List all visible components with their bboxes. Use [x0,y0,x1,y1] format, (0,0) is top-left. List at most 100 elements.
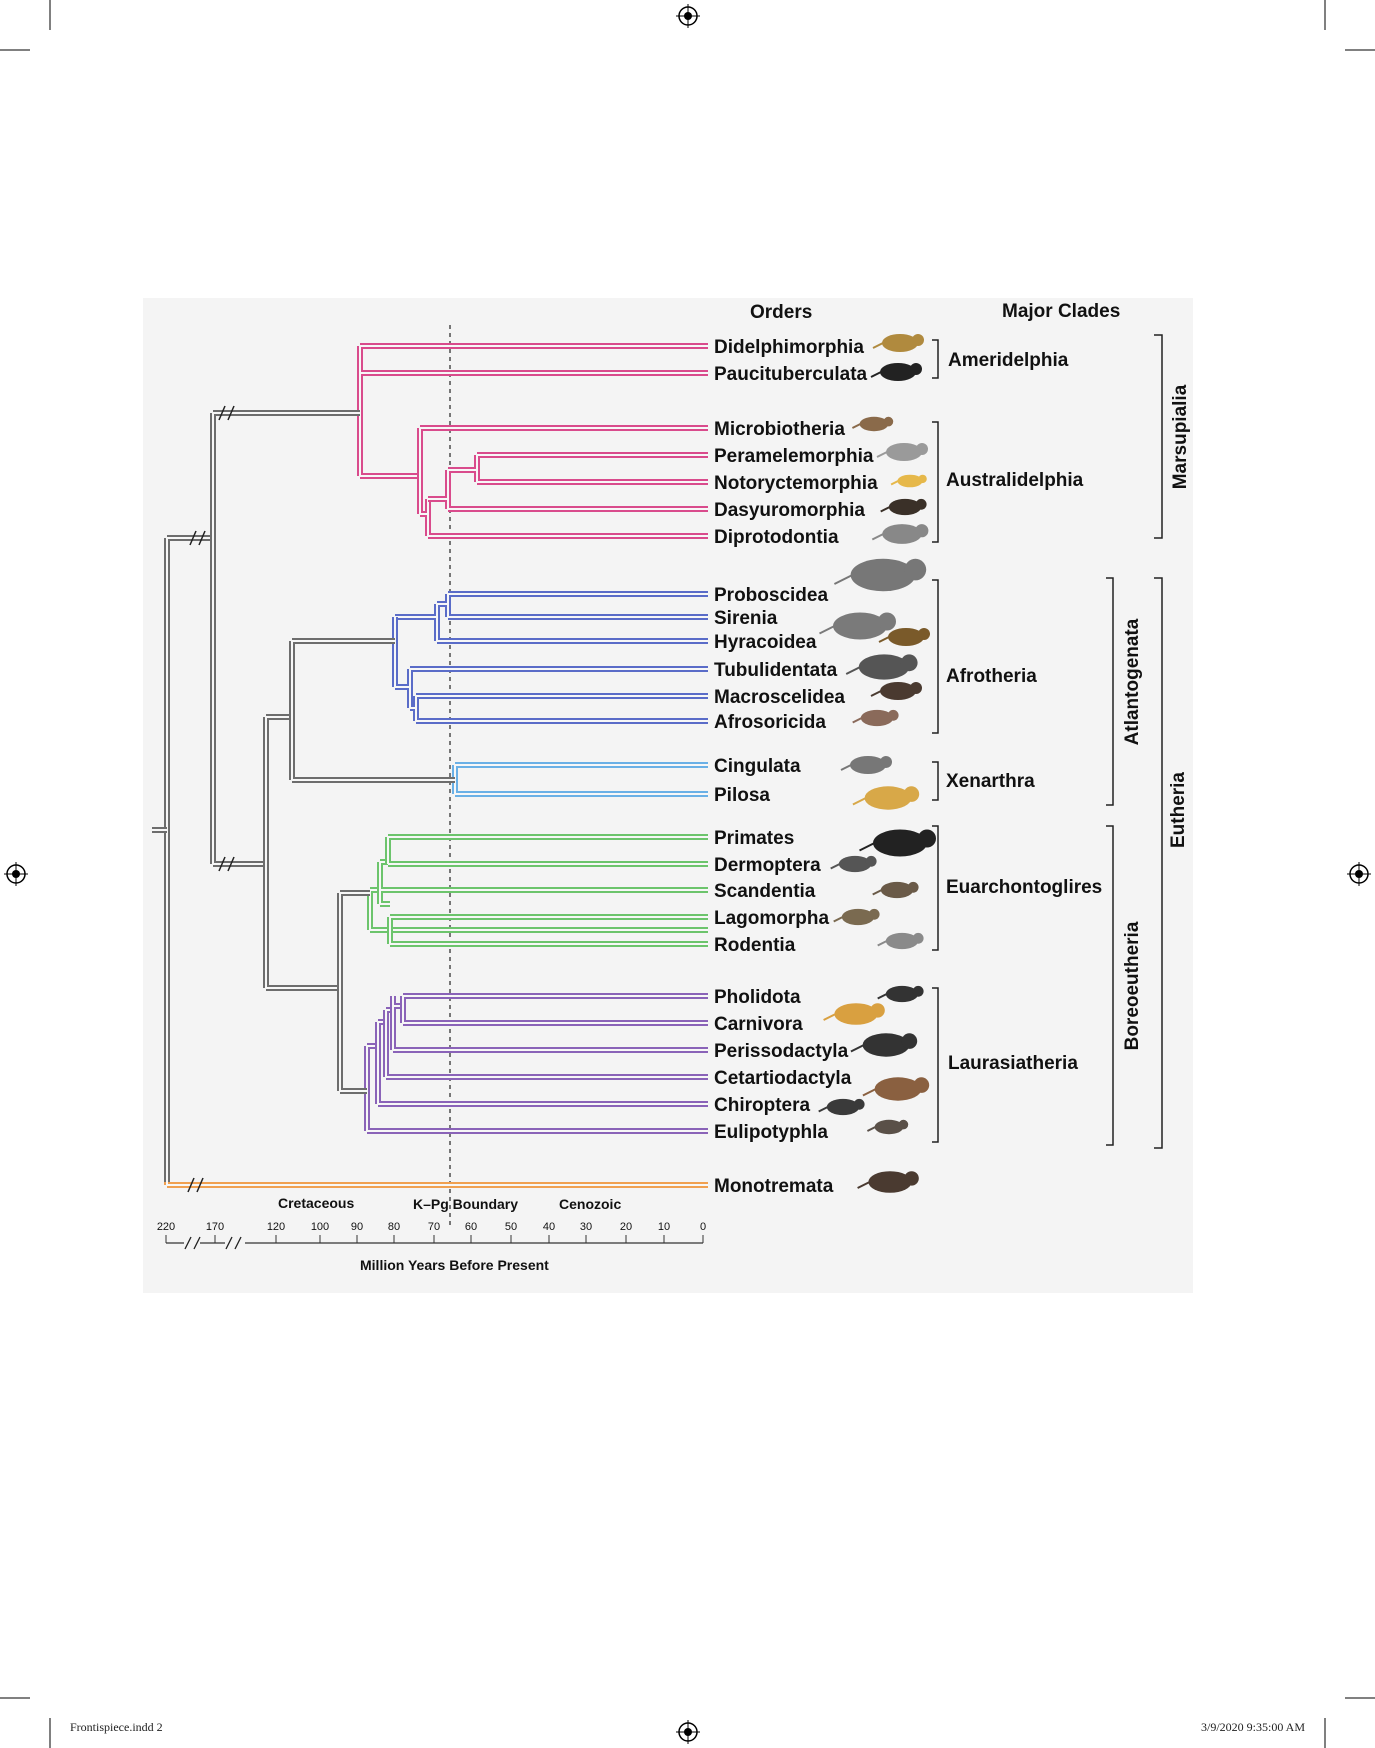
order-label-hyracoidea: Hyracoidea [714,632,817,653]
axis-tick-label: 30 [580,1221,592,1233]
major-clades-header: Major Clades [1002,301,1120,322]
branch-euarchontoglires-inner-highlight [379,861,708,945]
branch-pholidota-carnivora-highlight [402,995,708,1024]
branch-placentalia-highlight [265,716,340,989]
order-label-dasyuromorphia: Dasyuromorphia [714,500,865,521]
order-label-cetartiodactyla: Cetartiodactyla [714,1068,852,1089]
bandicoot-icon [876,443,928,461]
armadillo-icon [840,756,892,774]
kpg-boundary-label: K–Pg Boundary [413,1196,518,1212]
branch-afrotheria-upper-highlight [395,593,708,642]
kangaroo-icon [871,524,929,544]
atlantogenata-bracket [1106,577,1114,806]
manatee-icon [819,612,896,640]
branch-break-mark [196,1177,204,1193]
axis-break-mark [193,1236,201,1250]
phylogenetic-tree [152,343,708,1193]
branch-break-mark [218,856,226,872]
rodent-icon [877,932,924,950]
order-label-sirenia: Sirenia [714,608,778,629]
registration-mark-left [4,862,28,886]
ameridelphia-label: Ameridelphia [948,350,1069,371]
axis-tick-label: 80 [388,1221,400,1233]
elephant-shrew-icon [870,682,922,700]
marsupialia-label: Marsupialia [1170,384,1191,489]
order-label-lagomorpha: Lagomorpha [714,908,829,929]
branch-break-mark [227,405,235,421]
branch-marsupialia-highlight [359,345,708,477]
anteater-icon [852,786,920,810]
eutheria-bracket [1154,577,1163,1149]
monito-del-monte-icon [851,416,894,432]
branch-break-mark [227,856,235,872]
footer-filename: Frontispiece.indd 2 [70,1720,163,1734]
opossum-icon [872,334,924,352]
axis-tick-label: 20 [620,1221,632,1233]
axis-tick-label: 220 [157,1221,175,1233]
reindeer-icon [862,1077,930,1101]
platypus-icon [857,1171,919,1193]
branch-break-mark [187,1177,195,1193]
order-label-tubulidentata: Tubulidentata [714,660,838,681]
order-label-dermoptera: Dermoptera [714,855,821,876]
order-label-macroscelidea: Macroscelidea [714,687,845,708]
australidelphia-bracket [932,421,939,543]
axis-tick-label: 40 [543,1221,555,1233]
order-label-carnivora: Carnivora [714,1014,803,1035]
registration-mark-right [1347,862,1371,886]
axis-tick-label: 0 [700,1221,706,1233]
gorilla-icon [859,829,936,857]
branch-afrotheria-lower-highlight [394,617,708,722]
orders-header: Orders [750,302,812,323]
order-label-cingulata: Cingulata [714,756,801,777]
axis-tick-label: 10 [658,1221,670,1233]
treeshrew-icon [872,881,919,899]
laurasiatheria-bracket [932,987,939,1143]
cheetah-icon [823,1003,885,1025]
footer-timestamp: 3/9/2020 9:35:00 AM [1200,1720,1305,1734]
order-label-peramelemorphia: Peramelemorphia [714,446,874,467]
pangolin-icon [877,985,924,1003]
branch-break-mark [189,530,197,546]
marsupial-mole-icon [890,474,927,488]
branch-atlantogenata-highlight [291,640,455,781]
axis-tick-label: 50 [505,1221,517,1233]
order-label-pholidota: Pholidota [714,987,801,1008]
rabbit-icon [833,908,880,926]
boreoeutheria-bracket [1106,825,1114,1146]
zebra-icon [850,1033,918,1057]
order-label-didelphimorphia: Didelphimorphia [714,337,864,358]
axis-tick-label: 70 [428,1221,440,1233]
registration-mark-top [676,4,700,28]
order-label-diprotodontia: Diprotodontia [714,527,839,548]
elephant-icon [833,558,927,592]
boreoeutheria-label: Boreoeutheria [1122,921,1143,1050]
australidelphia-label: Australidelphia [946,470,1084,491]
branch-break-mark [218,405,226,421]
hyrax-icon [878,628,930,646]
colugo-icon [830,855,877,873]
order-label-proboscidea: Proboscidea [714,585,828,606]
xenarthra-label: Xenarthra [946,771,1035,792]
order-label-eulipotyphla: Eulipotyphla [714,1122,828,1143]
order-label-notoryctemorphia: Notoryctemorphia [714,473,878,494]
afrotheria-bracket [932,579,939,734]
order-label-chiroptera: Chiroptera [714,1095,811,1116]
animal-icons [818,334,936,1193]
order-label-scandentia: Scandentia [714,881,816,902]
order-label-afrosoricida: Afrosoricida [714,712,826,733]
branch-australidelphia-inner-highlight [428,454,708,510]
hedgehog-icon [866,1119,909,1135]
axis-tick-label: 100 [311,1221,329,1233]
order-label-rodentia: Rodentia [714,935,796,956]
order-label-perissodactyla: Perissodactyla [714,1041,849,1062]
branch-mammalia-root-highlight [166,537,213,1182]
euarchontoglires-label: Euarchontoglires [946,877,1102,898]
branch-break-mark [198,530,206,546]
shrew-opossum-icon [870,363,922,381]
order-label-primates: Primates [714,828,794,849]
axis-break-mark [225,1236,233,1250]
axis-tick-label: 120 [267,1221,285,1233]
